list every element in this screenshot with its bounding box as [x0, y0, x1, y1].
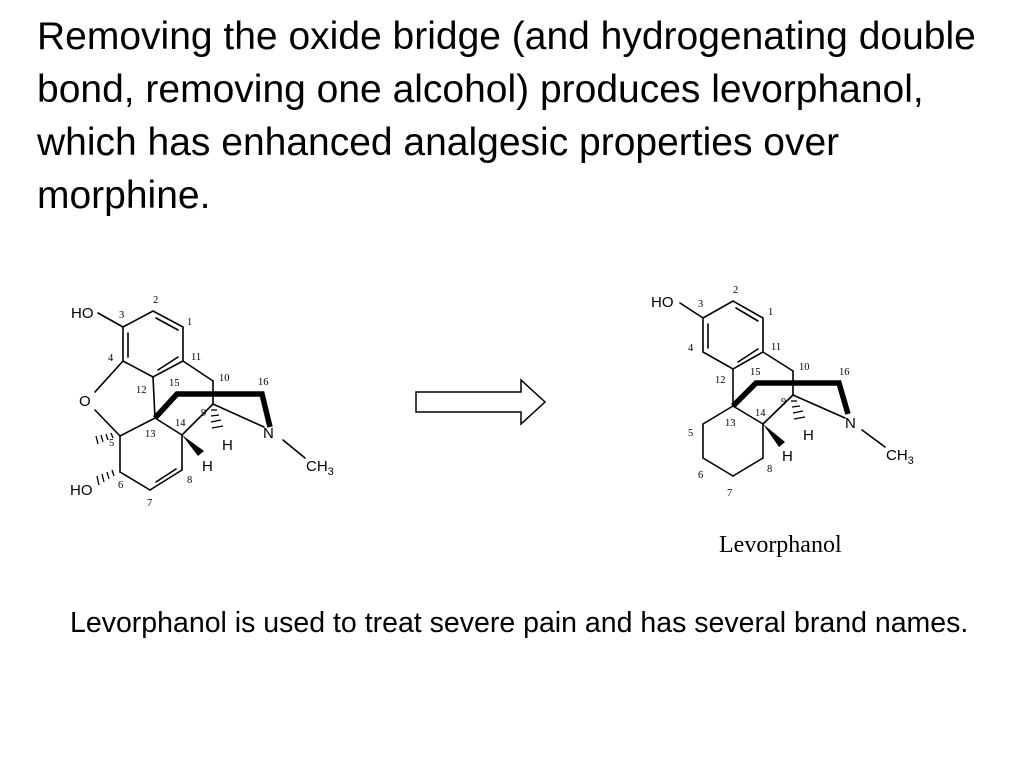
methyl-label: CH3 [306, 458, 334, 478]
position-number: 16 [258, 377, 269, 388]
position-number: 11 [771, 342, 781, 353]
position-number: 7 [147, 498, 152, 509]
position-number: 2 [733, 285, 738, 296]
nitrogen-label: N [845, 415, 856, 432]
hollow-right-arrow-icon [415, 378, 547, 426]
position-number: 7 [727, 488, 732, 499]
position-number: 14 [175, 418, 186, 429]
hydrogen-label: H [782, 448, 793, 465]
position-number: 6 [698, 470, 703, 481]
position-number: 10 [799, 362, 810, 373]
position-number: 16 [839, 367, 850, 378]
position-number: 3 [119, 310, 124, 321]
hydrogen-label: H [202, 458, 213, 475]
position-number: 8 [767, 464, 772, 475]
position-number: 3 [698, 299, 703, 310]
position-number: 4 [108, 353, 114, 364]
hydroxyl-label: HO [71, 305, 94, 322]
position-number: 14 [755, 408, 766, 419]
compound-name-label: Levorphanol [719, 532, 842, 558]
nitrogen-label: N [263, 425, 274, 442]
position-number: 13 [725, 418, 736, 429]
position-number: 10 [219, 373, 230, 384]
levorphanol-structure: HO N CH3 H H 1 2 3 4 5 6 7 8 9 10 11 12 … [651, 285, 914, 558]
position-number: 9 [781, 397, 786, 408]
position-number: 15 [750, 367, 761, 378]
position-number: 1 [768, 307, 773, 318]
position-number: 6 [118, 480, 123, 491]
position-number: 2 [153, 295, 158, 306]
oxygen-label: O [79, 393, 91, 410]
position-number: 8 [187, 475, 192, 486]
position-number: 13 [145, 429, 156, 440]
position-number: 4 [688, 343, 694, 354]
position-number: 12 [715, 375, 726, 386]
position-number: 5 [109, 438, 114, 449]
position-number: 12 [136, 385, 147, 396]
position-number: 11 [191, 352, 201, 363]
slide-heading: Removing the oxide bridge (and hydrogena… [37, 15, 976, 217]
position-number: 15 [169, 378, 180, 389]
position-number: 9 [201, 408, 206, 419]
hydroxyl-label: HO [70, 482, 93, 499]
hydrogen-label: H [803, 427, 814, 444]
position-number: 5 [688, 428, 693, 439]
hydrogen-label: H [222, 437, 233, 454]
slide-footer-text: Levorphanol is used to treat severe pain… [70, 607, 969, 639]
hydroxyl-label: HO [651, 294, 674, 311]
position-number: 1 [187, 317, 192, 328]
morphine-structure: HO O HO N CH3 H H 1 2 3 4 5 6 7 8 9 10 1… [70, 295, 334, 509]
methyl-label: CH3 [886, 447, 914, 467]
